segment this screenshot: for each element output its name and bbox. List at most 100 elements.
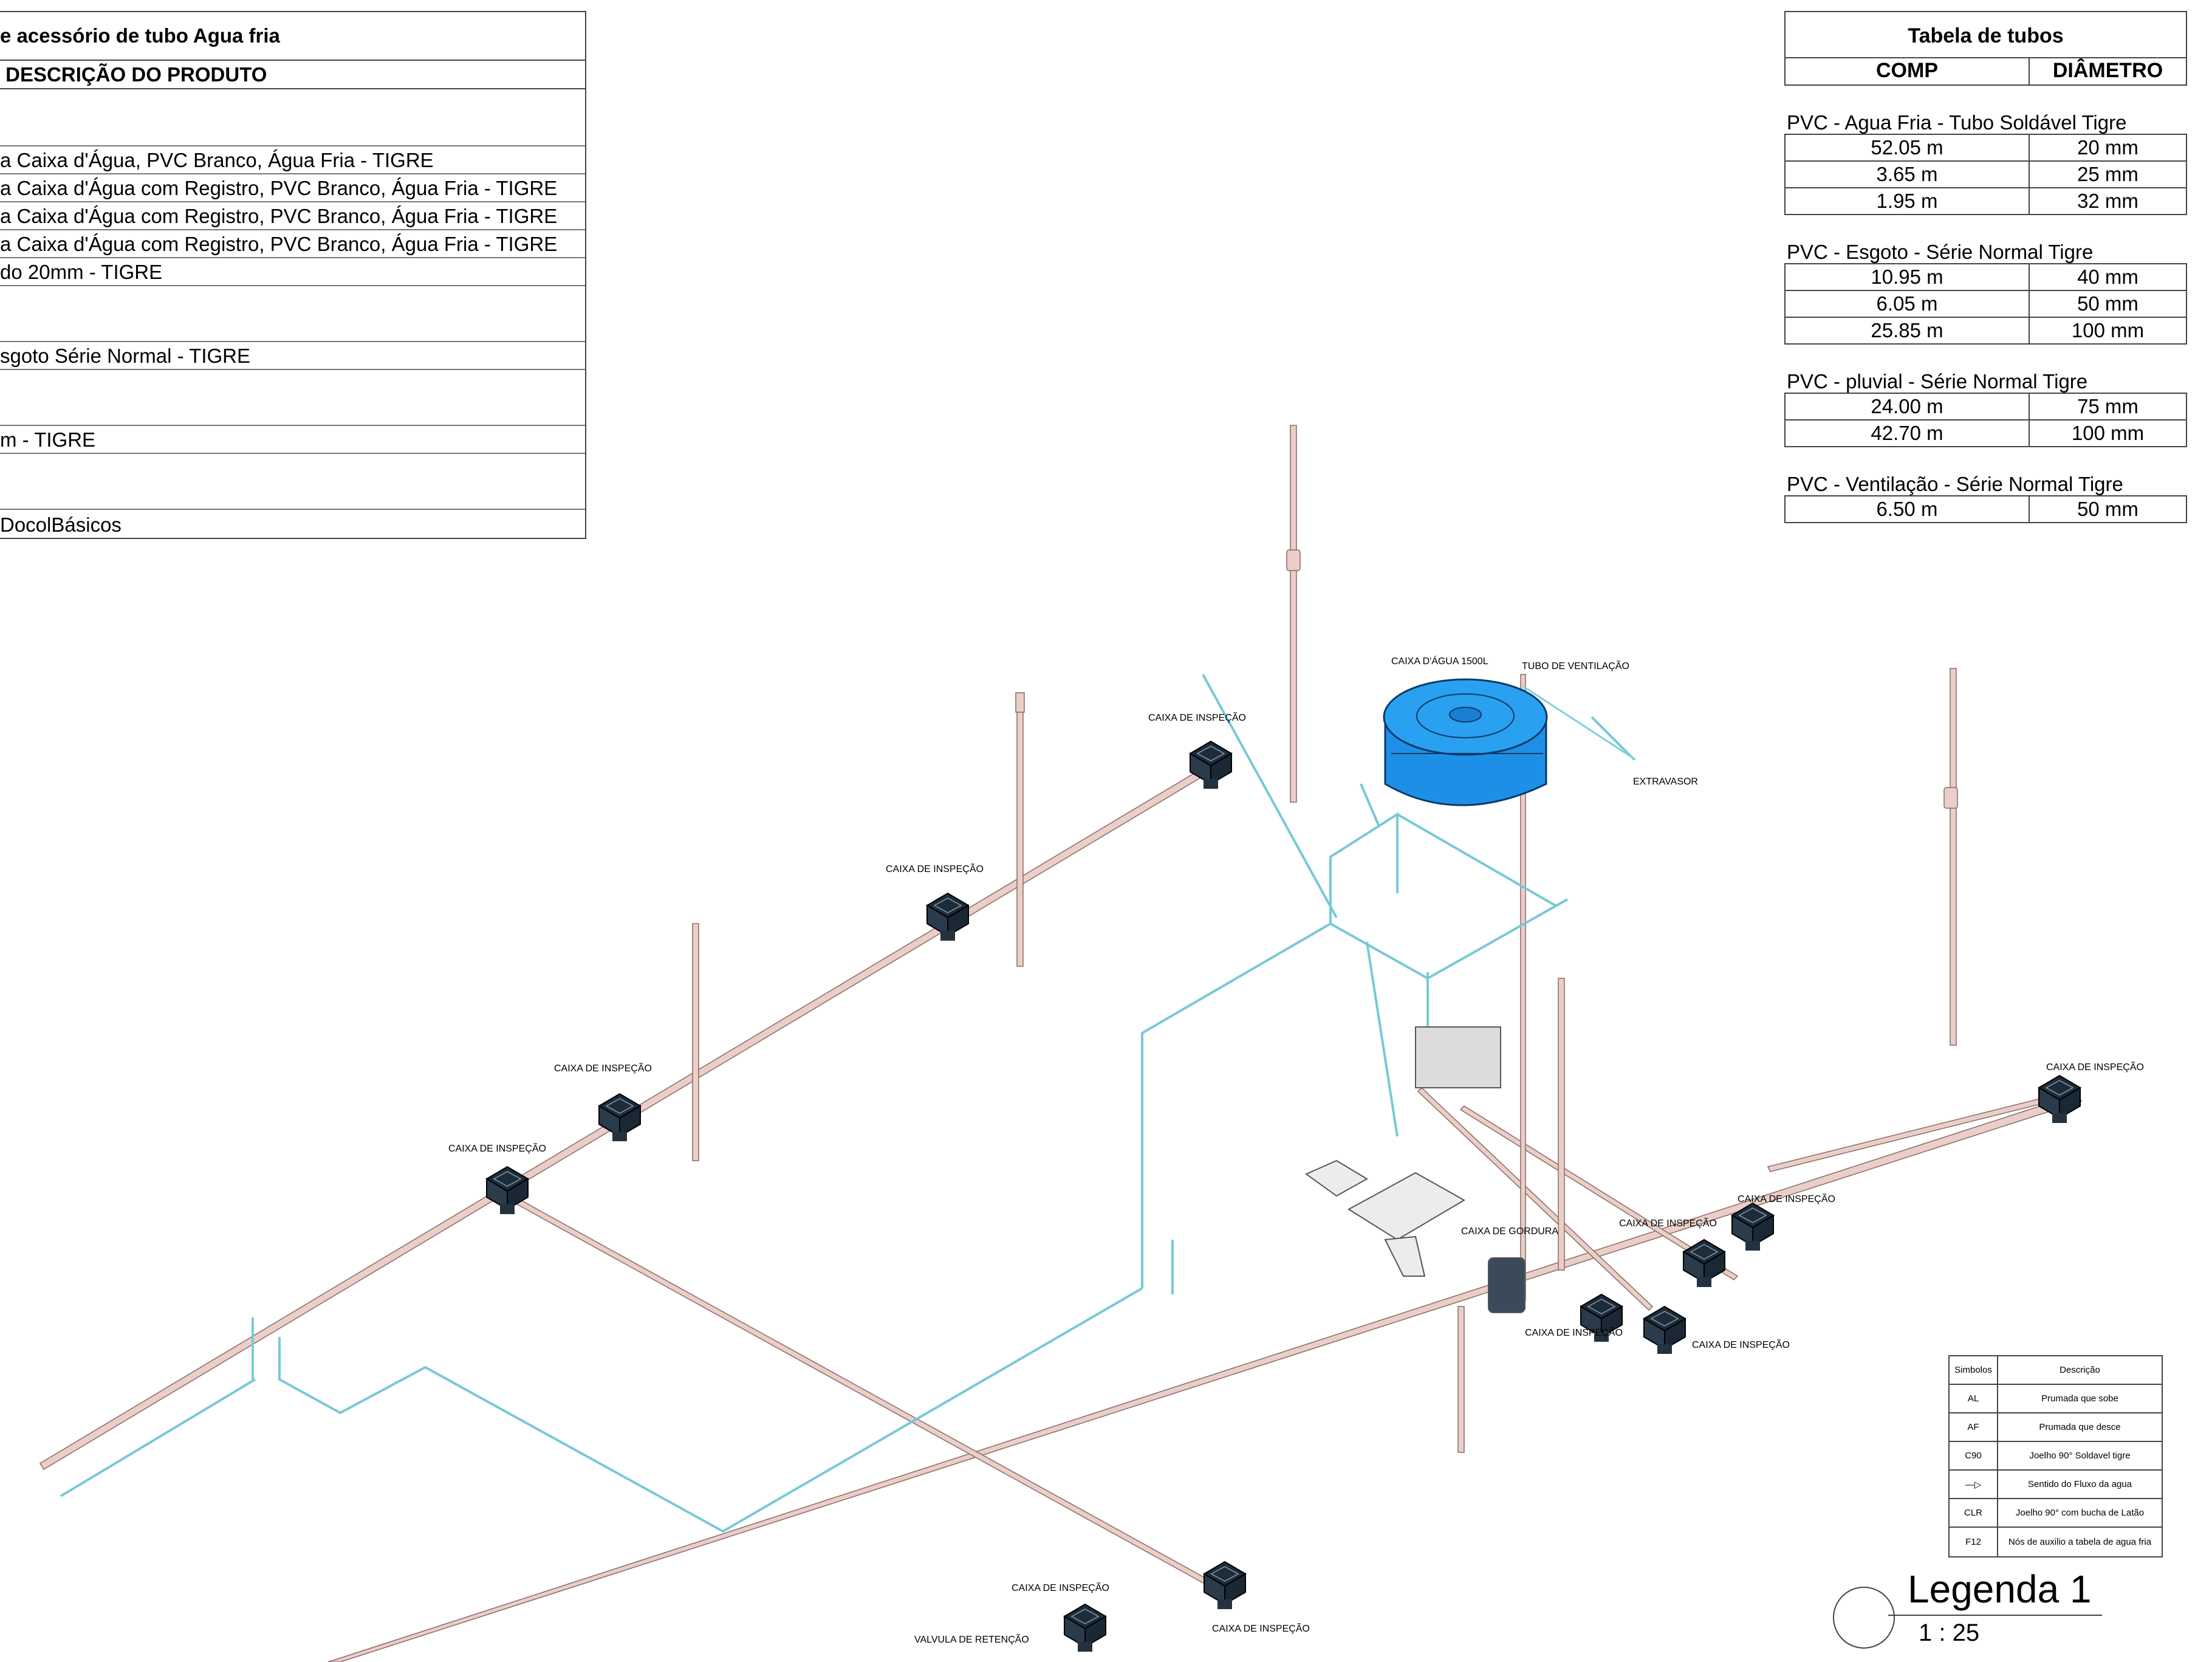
table-row: 52.05 m 20 mm [1784, 134, 2187, 162]
symbol-desc: Sentido do Fluxo da agua [2028, 1479, 2132, 1489]
symbol-row: AF Prumada que desce [1950, 1413, 2162, 1442]
label-caixa-inspecao: CAIXA DE INSPEÇÃO [1692, 1340, 1790, 1350]
fittings-row: a Caixa d'Água com Registro, PVC Branco,… [0, 202, 585, 230]
symbol-row: CLR Joelho 90° com bucha de Latão [1950, 1499, 2162, 1528]
cell-comp: 52.05 m [1786, 135, 2030, 160]
legend-scale: 1 : 25 [1919, 1619, 1980, 1646]
pipe-table-title: Tabela de tubos [1784, 11, 2187, 58]
inspection-box [2038, 1075, 2081, 1124]
label-caixa-inspecao: CAIXA DE INSPEÇÃO [1212, 1624, 1310, 1634]
label-caixa-inspecao: CAIXA DE INSPEÇÃO [1148, 713, 1246, 723]
cell-diam: 32 mm [2077, 190, 2138, 212]
symbols-table: Simbolos Descrição AL Prumada que sobe AF… [1948, 1355, 2163, 1557]
fittings-row [0, 286, 585, 342]
table-row: 6.05 m 50 mm [1784, 291, 2187, 318]
fittings-table-header: DESCRIÇÃO DO PRODUTO [0, 61, 585, 89]
cell-diam: 75 mm [2077, 395, 2138, 417]
cell-diam: 50 mm [2077, 498, 2138, 520]
sink-fixtures [1304, 1026, 1525, 1313]
fittings-row: do 20mm - TIGRE [0, 258, 585, 286]
label-caixa-inspecao: CAIXA DE INSPEÇÃO [1525, 1328, 1623, 1338]
cell-comp: 42.70 m [1786, 421, 2030, 446]
label-caixa-agua: CAIXA D'ÁGUA 1500L [1391, 656, 1488, 667]
symbol-desc: Nós de auxilio a tabela de agua fria [2008, 1537, 2152, 1547]
symbol-code: AL [1950, 1385, 1998, 1412]
table-row: 24.00 m 75 mm [1784, 393, 2187, 421]
cell-comp: 3.65 m [1786, 162, 2030, 187]
pipe-group-title: PVC - Agua Fria - Tubo Soldável Tigre [1787, 111, 2127, 134]
label-caixa-inspecao: CAIXA DE INSPEÇÃO [554, 1063, 652, 1074]
cell-diam: 20 mm [2077, 136, 2138, 159]
table-row: 10.95 m 40 mm [1784, 263, 2187, 291]
cell-comp: 6.05 m [1786, 291, 2030, 317]
legend-circle [1833, 1587, 1895, 1649]
fittings-row: a Caixa d'Água com Registro, PVC Branco,… [0, 174, 585, 202]
label-caixa-gordura: CAIXA DE GORDURA [1461, 1226, 1559, 1237]
symbol-desc: Prumada que desce [2039, 1422, 2121, 1432]
cell-comp: 6.50 m [1786, 496, 2030, 522]
label-caixa-inspecao: CAIXA DE INSPEÇÃO [886, 864, 984, 874]
table-row: 1.95 m 32 mm [1784, 188, 2187, 215]
symbol-row: —▷ Sentido do Fluxo da agua [1950, 1471, 2162, 1499]
fittings-row [0, 370, 585, 426]
cell-comp: 1.95 m [1786, 188, 2030, 214]
col-diametro: DIÂMETRO [2052, 59, 2163, 82]
cell-comp: 25.85 m [1786, 318, 2030, 343]
table-row: 3.65 m 25 mm [1784, 162, 2187, 188]
label-caixa-inspecao: CAIXA DE INSPEÇÃO [1012, 1583, 1109, 1593]
pipe-group-title: PVC - Esgoto - Série Normal Tigre [1787, 241, 2094, 263]
fittings-row: m - TIGRE [0, 426, 585, 454]
symbol-code: C90 [1950, 1442, 1998, 1469]
fittings-row [0, 454, 585, 510]
pipe-group-title: PVC - pluvial - Série Normal Tigre [1787, 370, 2088, 393]
fittings-row: a Caixa d'Água com Registro, PVC Branco,… [0, 230, 585, 258]
table-row: 6.50 m 50 mm [1784, 495, 2187, 523]
symbol-row: C90 Joelho 90° Soldavel tigre [1950, 1442, 2162, 1471]
label-caixa-inspecao: CAIXA DE INSPEÇÃO [448, 1144, 546, 1154]
table-row: 42.70 m 100 mm [1784, 421, 2187, 447]
sewer-pipes [39, 425, 2083, 1662]
cell-diam: 40 mm [2077, 266, 2138, 288]
fittings-row: a Caixa d'Água, PVC Branco, Água Fria - … [0, 146, 585, 174]
symbol-desc: Prumada que sobe [2041, 1393, 2118, 1404]
symbol-code: F12 [1950, 1528, 1998, 1556]
cell-comp: 10.95 m [1786, 264, 2030, 290]
label-caixa-inspecao: CAIXA DE INSPEÇÃO [1619, 1218, 1717, 1229]
symbol-row: AL Prumada que sobe [1950, 1385, 2162, 1413]
water-tank [1383, 678, 1636, 806]
symbol-desc: Joelho 90° Soldavel tigre [2029, 1451, 2131, 1461]
label-caixa-inspecao: CAIXA DE INSPEÇÃO [2046, 1062, 2144, 1073]
pipe-group-title: PVC - Ventilação - Série Normal Tigre [1787, 473, 2123, 495]
col-desc: Descrição [2060, 1365, 2100, 1375]
fittings-table: e acessório de tubo Agua fria DESCRIÇÃO … [0, 11, 586, 539]
label-tubo-ventilacao: TUBO DE VENTILAÇÃO [1522, 661, 1629, 671]
symbol-code: AF [1950, 1413, 1998, 1441]
symbol-row: F12 Nós de auxilio a tabela de agua fria [1950, 1528, 2162, 1556]
inspection-box [1643, 1306, 1686, 1355]
symbol-desc: Joelho 90° com bucha de Latão [2015, 1508, 2145, 1518]
table-row: 25.85 m 100 mm [1784, 318, 2187, 345]
inspection-box [1064, 1604, 1106, 1652]
fittings-table-title: e acessório de tubo Agua fria [0, 12, 585, 61]
cell-diam: 100 mm [2071, 319, 2145, 342]
symbol-code: CLR [1950, 1499, 1998, 1526]
label-extravasor: EXTRAVASOR [1633, 777, 1698, 787]
label-valvula-retencao: VALVULA DE RETENÇÃO [914, 1635, 1029, 1645]
fittings-row: DocolBásicos [0, 513, 122, 536]
fittings-row [0, 89, 585, 146]
water-pipes [60, 674, 1635, 1533]
inspection-boxes [486, 741, 2081, 1652]
flow-arrow-icon: —▷ [1950, 1471, 1998, 1498]
fittings-row: sgoto Série Normal - TIGRE [0, 342, 585, 370]
pipe-table-header: COMP DIÂMETRO [1784, 58, 2187, 86]
pipe-table: Tabela de tubos COMP DIÂMETRO PVC - Agua… [1784, 11, 2187, 523]
col-symbol: Simbolos [1950, 1356, 1998, 1384]
cell-diam: 100 mm [2071, 422, 2145, 444]
cell-diam: 25 mm [2077, 163, 2138, 185]
cell-comp: 24.00 m [1786, 394, 2030, 419]
inspection-box [1190, 741, 1232, 789]
cell-diam: 50 mm [2077, 292, 2138, 315]
legend-title: Legenda 1 [1908, 1567, 2092, 1611]
label-caixa-inspecao: CAIXA DE INSPEÇÃO [1738, 1194, 1835, 1204]
